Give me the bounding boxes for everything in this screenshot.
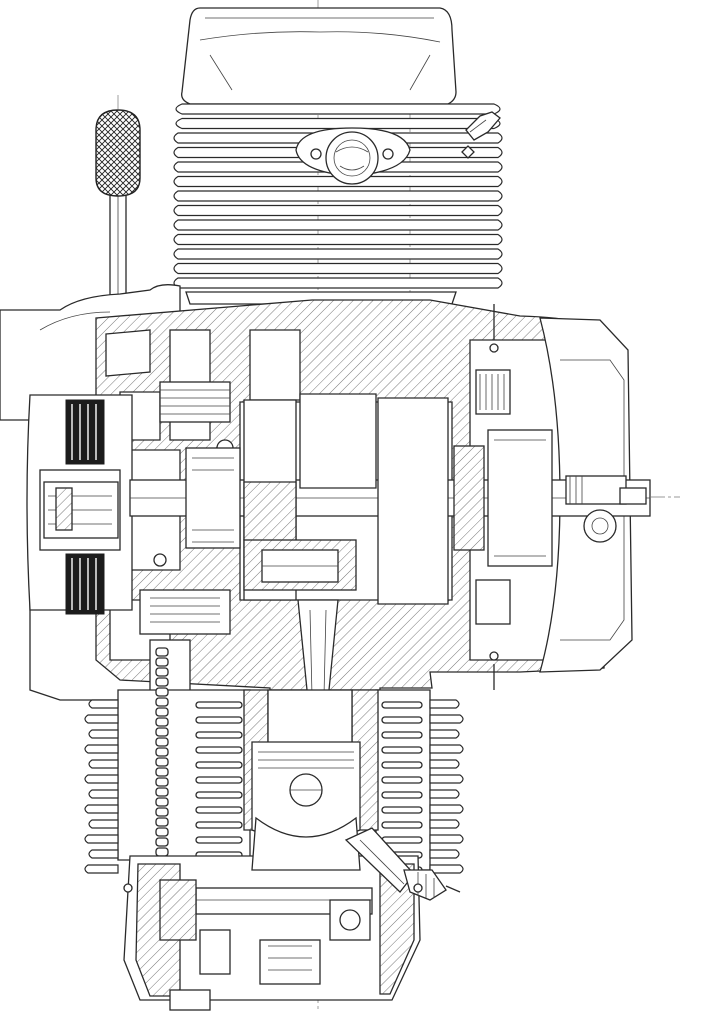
fin-slot — [381, 716, 423, 724]
head-fin — [173, 277, 503, 289]
fin-slot — [195, 746, 243, 754]
fin-slot — [195, 806, 243, 814]
fin-slot — [195, 761, 243, 769]
cylinder-fin — [84, 744, 119, 754]
chain-link — [155, 647, 169, 657]
spark-plug-top — [461, 111, 501, 159]
cylinder-fin — [84, 864, 119, 874]
head-fin — [173, 219, 503, 231]
cylinder-fin — [84, 714, 119, 724]
chain-link — [155, 747, 169, 757]
head-fin — [175, 117, 501, 130]
case-bolts — [123, 304, 499, 893]
chain-link — [155, 657, 169, 667]
chain-link — [155, 847, 169, 857]
chain-link — [155, 667, 169, 677]
head-fin — [173, 248, 503, 260]
fin-slot — [381, 791, 423, 799]
head-fin — [173, 204, 503, 217]
cylinder-fin — [429, 774, 464, 784]
chain-link — [155, 727, 169, 737]
timing-chain — [155, 647, 169, 867]
chain-link — [155, 717, 169, 727]
cylinder-fin — [429, 759, 460, 769]
lower-head — [123, 816, 421, 1011]
fin-slot — [381, 776, 423, 784]
chain-link — [155, 797, 169, 807]
chain-link — [155, 787, 169, 797]
fin-slot — [195, 836, 243, 844]
fin-slot — [195, 821, 243, 829]
cylinder-fin — [429, 714, 464, 724]
piston — [251, 741, 361, 842]
cylinder-head — [181, 7, 457, 105]
fin-slot — [381, 821, 423, 829]
cylinder-fin — [84, 804, 119, 814]
chain-link — [155, 817, 169, 827]
cylinder-fin — [84, 834, 119, 844]
cylinder-fin — [429, 834, 464, 844]
fin-slot — [195, 776, 243, 784]
head-fin — [173, 262, 503, 275]
cylinder-fin — [429, 819, 460, 829]
fin-slot — [381, 761, 423, 769]
head-fin — [175, 103, 501, 115]
intake-port — [295, 127, 411, 185]
fin-slot — [381, 701, 423, 709]
fin-slot — [381, 746, 423, 754]
generator — [26, 394, 133, 615]
cylinder-fin — [88, 759, 119, 769]
chain-link — [155, 777, 169, 787]
chain-link — [155, 737, 169, 747]
cylinder-fin — [88, 699, 119, 709]
fin-slot — [195, 791, 243, 799]
head-fin — [173, 233, 503, 246]
crank-end-nut — [583, 509, 617, 543]
cylinder-fin — [88, 789, 119, 799]
cylinder-fin — [88, 819, 119, 829]
fin-slot — [195, 731, 243, 739]
chain-link — [155, 827, 169, 837]
chain-link — [155, 687, 169, 697]
spark-plug-lower — [344, 827, 461, 901]
cylinder-fin — [88, 849, 119, 859]
head-fin — [173, 190, 503, 202]
cylinder-fin — [429, 729, 460, 739]
cylinder-fin — [429, 804, 464, 814]
chain-link — [155, 757, 169, 767]
chain-link — [155, 697, 169, 707]
chain-link — [155, 677, 169, 687]
cylinder-fin — [429, 864, 464, 874]
cylinder-fin — [429, 744, 464, 754]
cylinder-fin — [88, 729, 119, 739]
gear-lever — [95, 109, 141, 301]
chain-link — [155, 807, 169, 817]
head-fin — [173, 175, 503, 188]
fin-slot — [381, 731, 423, 739]
fin-slot — [381, 836, 423, 844]
chain-link — [155, 707, 169, 717]
chain-link — [155, 837, 169, 847]
cylinder-fin — [429, 849, 460, 859]
rocker-cover — [181, 7, 457, 105]
fin-slot — [195, 716, 243, 724]
chain-link — [155, 767, 169, 777]
cylinder-fin — [84, 774, 119, 784]
fin-slot — [381, 806, 423, 814]
cylinder-fin — [429, 789, 460, 799]
fin-slot — [195, 701, 243, 709]
cylinder-fins-right — [381, 699, 464, 874]
cylinder-fin — [429, 699, 460, 709]
knurled-grip — [95, 109, 141, 197]
